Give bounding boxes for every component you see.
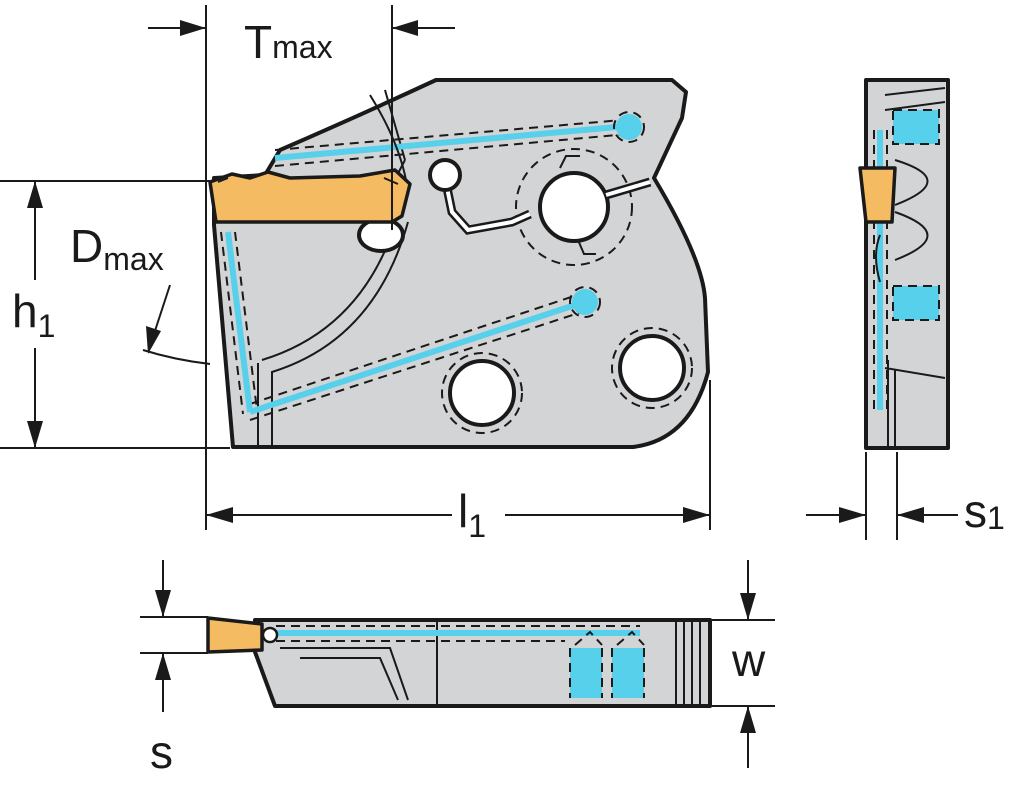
mount-hole-right-dash (611, 327, 693, 409)
end-coolant-top-dash (892, 109, 940, 145)
coolant-channel-top-dash (274, 119, 629, 167)
coolant-port-lower-dash (569, 286, 601, 318)
label-dmax: Dmax (70, 220, 164, 277)
coolant-channel-top (274, 123, 629, 161)
screw-hole (538, 171, 610, 243)
mount-hole-left-dash (441, 352, 523, 434)
mount-hole-left (448, 359, 516, 427)
coolant-channel-vertical-dash (220, 231, 258, 415)
end-coolant-top (893, 110, 939, 144)
label-l1: l1 (458, 485, 486, 544)
clamp-slot-inner (443, 177, 531, 233)
end-coolant-mid-dash (892, 285, 940, 321)
top-view (206, 616, 712, 708)
cutting-insert (208, 168, 412, 224)
label-s: s (150, 726, 173, 778)
end-insert (858, 166, 897, 224)
relief-arc-outer (271, 221, 409, 447)
end-inner-lines (884, 87, 946, 448)
end-coolant-mid (893, 286, 939, 320)
side-view (142, 78, 710, 449)
top-coolant-port-1 (570, 648, 602, 698)
insert-pocket-relief (357, 217, 405, 253)
dimensions (0, 5, 958, 768)
clamp-slot-right-inner (605, 180, 651, 197)
coolant-channel-lower (249, 299, 585, 415)
screw-notches (559, 155, 596, 255)
end-view (858, 78, 950, 450)
dmax-leader (142, 349, 211, 365)
coolant-channel-lower-dash (249, 293, 589, 421)
top-coolant-channel-dash (276, 625, 640, 642)
blade-body (212, 78, 710, 449)
top-inner-lines (280, 620, 701, 706)
coolant-port-top-dash (613, 111, 645, 143)
screw-hole-dashed (515, 148, 633, 266)
coolant-channel-vertical (225, 231, 253, 413)
label-h1: h1 (12, 285, 55, 344)
label-w: w (731, 634, 766, 686)
mount-hole-right (618, 334, 686, 402)
top-insert (206, 616, 264, 654)
coolant-port-lower (572, 289, 598, 315)
label-s1: s1 (964, 485, 1005, 537)
end-lobes (875, 159, 929, 283)
dimension-labels: Tmax Dmax h1 l1 s1 w s (12, 16, 1005, 778)
label-tmax: Tmax (244, 16, 333, 68)
pivot-hole (428, 158, 462, 192)
top-insert-hole (261, 626, 279, 644)
top-coolant-port-2 (612, 648, 644, 698)
coolant-port-top (616, 114, 642, 140)
